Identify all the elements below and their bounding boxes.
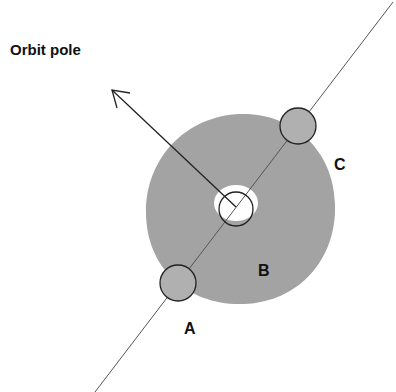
- body-b: [219, 192, 253, 226]
- body-a: [160, 265, 196, 301]
- pole-arrow: [112, 90, 236, 207]
- body-label: C: [334, 156, 346, 174]
- axis-label: Orbit pole: [10, 42, 81, 59]
- pole-arrowhead: [112, 90, 130, 108]
- orbit-line: [95, 2, 393, 392]
- body-label: A: [184, 320, 196, 338]
- body-c: [280, 108, 316, 144]
- body-label: B: [258, 262, 270, 280]
